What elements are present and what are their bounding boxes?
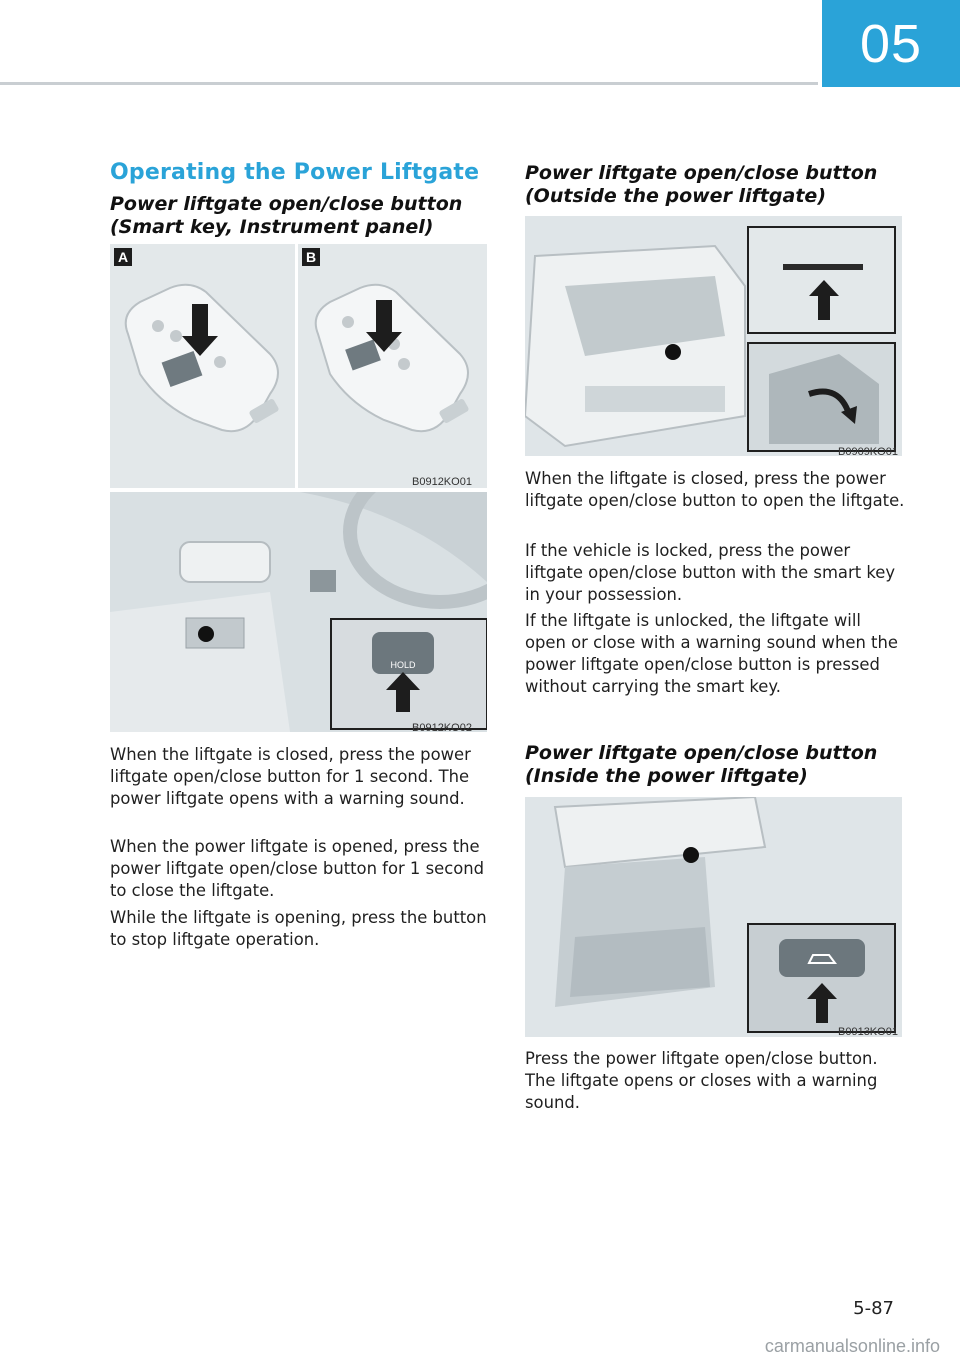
inside-button-inset <box>747 923 896 1033</box>
outside-button-inset <box>747 226 896 334</box>
liftgate-open-inset <box>747 342 896 452</box>
hold-button: HOLD <box>372 632 434 674</box>
up-arrow-icon <box>386 672 420 712</box>
hold-button-inset: HOLD <box>330 618 487 730</box>
callout-dot <box>198 626 214 642</box>
liftgate-button <box>779 939 865 977</box>
cargo-area-illustration <box>525 797 902 1037</box>
figure-instrument-panel: HOLD <box>110 492 487 732</box>
subhead-inside: Power liftgate open/close button (Inside… <box>525 742 878 787</box>
liftgate-opening-illustration <box>769 354 879 444</box>
badge-b: B <box>302 248 320 266</box>
up-arrow-icon <box>809 280 839 320</box>
figure-code-4: B0913KO01 <box>838 1026 898 1038</box>
figure-outside-liftgate <box>525 216 902 456</box>
paragraph: If the liftgate is unlocked, the liftgat… <box>525 611 898 696</box>
page-number: 5-87 <box>853 1298 894 1319</box>
section-title: Operating the Power Liftgate <box>110 160 480 185</box>
smart-keys-illustration <box>110 244 487 488</box>
handle-button <box>783 264 863 270</box>
subhead-smart-key: Power liftgate open/close button (Smart … <box>110 193 463 238</box>
figure-smart-keys: A B <box>110 244 487 488</box>
paragraph: When the liftgate is closed, press the p… <box>525 469 905 510</box>
up-arrow-icon <box>807 983 837 1023</box>
figure-code-2: B0912KO02 <box>412 722 472 734</box>
paragraph: When the power liftgate is opened, press… <box>110 837 485 900</box>
header-rule <box>0 82 818 85</box>
paragraph: When the liftgate is closed, press the p… <box>110 745 471 808</box>
instrument-panel-illustration <box>110 492 487 732</box>
badge-a: A <box>114 248 132 266</box>
figure-inside-liftgate <box>525 797 902 1037</box>
paragraph: If the vehicle is locked, press the powe… <box>525 541 896 604</box>
callout-dot <box>665 344 681 360</box>
figure-code-1: B0912KO01 <box>412 476 472 488</box>
callout-dot <box>683 847 699 863</box>
chapter-tab: 05 <box>822 0 960 87</box>
paragraph: Press the power liftgate open/close butt… <box>525 1049 878 1112</box>
figure-code-3: B0909KO01 <box>838 446 898 458</box>
liftgate-icon <box>807 954 837 964</box>
paragraph: While the liftgate is opening, press the… <box>110 908 487 949</box>
watermark: carmanualsonline.info <box>764 1336 940 1356</box>
subhead-outside: Power liftgate open/close button (Outsid… <box>525 162 878 207</box>
